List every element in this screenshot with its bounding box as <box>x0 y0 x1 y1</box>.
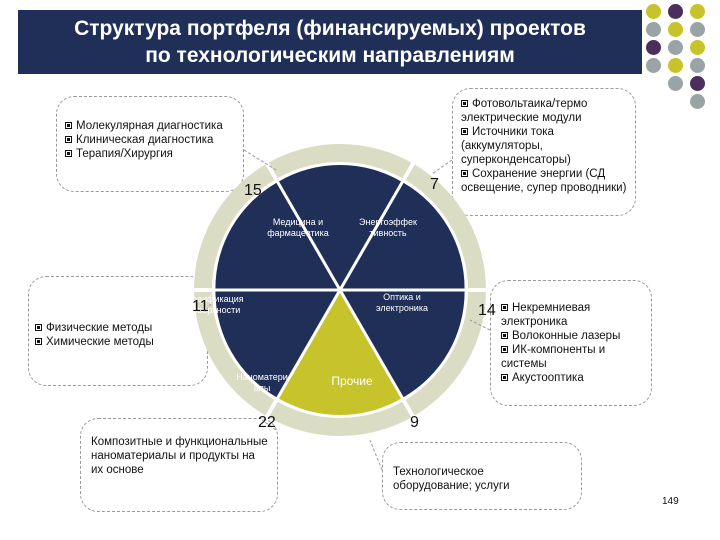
segment-count: 22 <box>258 414 276 431</box>
page-number: 149 <box>662 496 679 507</box>
checkbox-bullet-icon <box>501 332 508 339</box>
checkbox-bullet-icon <box>65 122 72 129</box>
energy-item: Сохранение энергии (СД освещение, супер … <box>461 167 631 195</box>
segment-label-line: поверхности <box>187 305 241 315</box>
energy-item-text: Фотовольтаика/термо электрические модули <box>461 98 588 124</box>
callout-other: Технологическое оборудование; услуги <box>382 442 582 510</box>
nanomaterials-description: Композитные и функциональные наноматериа… <box>91 436 268 476</box>
checkbox-bullet-icon <box>65 136 72 143</box>
medicine-item-text: Молекулярная диагностика <box>76 120 223 132</box>
segment-count: 7 <box>430 176 439 193</box>
segment-label-line: Оптика и <box>383 292 421 302</box>
segment-label-line: тивность <box>369 228 407 238</box>
optics-item-text: Некремниевая электроника <box>501 302 591 328</box>
connector-line <box>243 149 277 171</box>
segment-label-line: Модификация <box>184 294 244 304</box>
medicine-item-text: Клиническая диагностика <box>76 134 214 146</box>
segment-label-line: Энергоэффек <box>359 217 417 227</box>
decorative-dot <box>646 58 661 73</box>
segment-label-line: электроника <box>376 303 428 313</box>
checkbox-bullet-icon <box>461 100 468 107</box>
connector-line <box>431 159 453 175</box>
surface-item-text: Физические методы <box>46 322 153 334</box>
checkbox-bullet-icon <box>35 324 42 331</box>
decorative-dot <box>690 76 705 91</box>
decorative-dot <box>690 58 705 73</box>
segment-label-line: Прочие <box>331 374 373 388</box>
decorative-dot <box>646 4 661 19</box>
checkbox-bullet-icon <box>501 374 508 381</box>
decorative-dot <box>690 94 705 109</box>
segment-label-line: Медицина и <box>272 217 324 227</box>
ring-divider <box>264 160 279 182</box>
decorative-dot <box>668 76 683 91</box>
decorative-dot <box>690 22 705 37</box>
energy-item: Источники тока (аккумуляторы, суперконде… <box>461 125 631 167</box>
medicine-item-text: Терапия/Хирургия <box>76 148 173 160</box>
decorative-dot <box>690 40 705 55</box>
optics-item: Волоконные лазеры <box>501 329 647 343</box>
checkbox-bullet-icon <box>501 346 508 353</box>
decorative-dot <box>668 22 683 37</box>
optics-item-text: Волоконные лазеры <box>512 330 621 342</box>
decorative-dot <box>690 4 705 19</box>
connector-line <box>469 319 491 331</box>
surface-item: Химические методы <box>35 335 203 349</box>
segment-count: 9 <box>410 414 419 431</box>
decorative-dot <box>668 40 683 55</box>
decorative-dot <box>646 22 661 37</box>
optics-item: ИК-компоненты и системы <box>501 343 647 371</box>
checkbox-bullet-icon <box>35 338 42 345</box>
callout-energy: Фотовольтаика/термо электрические модули… <box>452 88 636 216</box>
optics-item: Акустооптика <box>501 371 647 385</box>
callout-nanomaterials: Композитные и функциональные наноматериа… <box>80 418 278 512</box>
optics-item-text: Акустооптика <box>512 372 584 384</box>
medicine-item: Терапия/Хирургия <box>65 147 237 161</box>
energy-item-text: Сохранение энергии (СД освещение, супер … <box>461 168 627 194</box>
surface-item-text: Химические методы <box>46 336 154 348</box>
checkbox-bullet-icon <box>461 170 468 177</box>
decorative-dot <box>646 40 661 55</box>
surface-item: Физические методы <box>35 321 203 335</box>
decorative-dot <box>668 4 683 19</box>
title-line-2: по технологическим направлениям <box>145 44 515 67</box>
optics-item: Некремниевая электроника <box>501 301 647 329</box>
segment-label: Прочие <box>312 374 392 388</box>
medicine-item: Клиническая диагностика <box>65 133 237 147</box>
connector-line <box>369 439 383 471</box>
segment-label-line: фармацевтика <box>267 228 329 238</box>
checkbox-bullet-icon <box>461 128 468 135</box>
optics-item-text: ИК-компоненты и системы <box>501 344 606 370</box>
decorative-dot <box>668 58 683 73</box>
segment-label-line: алы <box>253 383 271 393</box>
segment-label-line: Наноматери <box>236 372 288 382</box>
segment-count: 15 <box>244 182 262 199</box>
energy-item-text: Источники тока (аккумуляторы, суперконде… <box>461 126 571 166</box>
other-description: Технологическое оборудование; услуги <box>393 466 510 492</box>
energy-item: Фотовольтаика/термо электрические модули <box>461 97 631 125</box>
medicine-item: Молекулярная диагностика <box>65 119 237 133</box>
title-banner: Структура портфеля (финансируемых) проек… <box>18 10 642 74</box>
checkbox-bullet-icon <box>501 304 508 311</box>
checkbox-bullet-icon <box>65 150 72 157</box>
ring-divider <box>401 160 416 182</box>
title-line-1: Структура портфеля (финансируемых) проек… <box>74 17 586 40</box>
segment-count: 11 <box>192 298 209 315</box>
segment-count: 14 <box>478 302 496 319</box>
